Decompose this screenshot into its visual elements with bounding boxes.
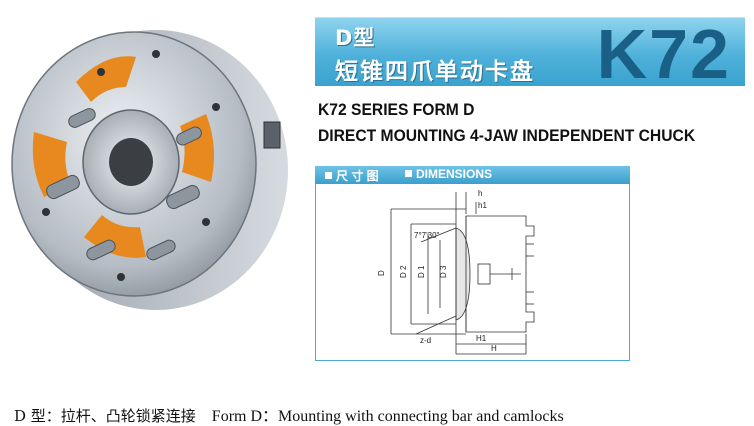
dim-D2: D 2 bbox=[399, 265, 408, 278]
bolt-hole bbox=[212, 103, 220, 111]
dimensions-label-zh: 尺 寸 图 bbox=[336, 169, 379, 183]
bolt-hole bbox=[97, 68, 105, 76]
jaw-pin-1 bbox=[46, 174, 80, 200]
bolt-hole bbox=[117, 273, 125, 281]
caption-en: Form D：Mounting with connecting bar and … bbox=[211, 408, 564, 425]
series-title: K72 SERIES FORM D bbox=[318, 100, 475, 119]
dim-H: H bbox=[491, 344, 497, 353]
product-title-en: DIRECT MOUNTING 4-JAW INDEPENDENT CHUCK bbox=[318, 126, 696, 145]
chuck-photo bbox=[11, 30, 288, 310]
dim-D: D bbox=[377, 270, 386, 276]
dim-D1: D 1 bbox=[417, 265, 426, 278]
caption-zh: D 型：拉杆、凸轮锁紧连接 bbox=[14, 407, 196, 425]
dim-h: h bbox=[478, 189, 482, 198]
form-label-zh: D型 bbox=[335, 26, 376, 50]
header-banner: D型 短锥四爪单动卡盘 K72 bbox=[315, 15, 745, 93]
jaw-pin-5 bbox=[68, 108, 96, 128]
jaw-slot-right bbox=[180, 114, 215, 182]
dim-H1: H1 bbox=[476, 334, 487, 343]
dimensions-label-en-wrap: DIMENSIONS bbox=[405, 167, 492, 181]
dim-D3: D 3 bbox=[439, 265, 448, 278]
model-number: K72 bbox=[596, 15, 731, 93]
side-key bbox=[263, 121, 281, 149]
dimensions-header: 尺 寸 图 DIMENSIONS bbox=[315, 166, 630, 184]
dimensions-drawing-box: 7°7'30" h h1 D D 2 D 1 D 3 z-d H1 H bbox=[315, 184, 630, 361]
jaw-pin-3 bbox=[86, 239, 116, 261]
product-name-zh: 短锥四爪单动卡盘 bbox=[335, 59, 535, 85]
bolt-hole bbox=[42, 208, 50, 216]
dimensions-label-zh-wrap: 尺 寸 图 bbox=[325, 167, 379, 184]
dimensions-label-en: DIMENSIONS bbox=[416, 167, 493, 181]
square-bullet-icon bbox=[325, 172, 332, 179]
angle-label: 7°7'30" bbox=[414, 231, 440, 240]
bolt-hole bbox=[202, 218, 210, 226]
jaw-pin-6 bbox=[176, 126, 202, 146]
dim-zd: z-d bbox=[420, 336, 431, 345]
dimension-drawing: 7°7'30" h h1 D D 2 D 1 D 3 z-d H1 H bbox=[377, 189, 535, 355]
chuck-bore bbox=[109, 138, 153, 186]
jaw-slot-top bbox=[76, 56, 136, 102]
jaw-pin-4 bbox=[146, 239, 176, 261]
dim-h1: h1 bbox=[478, 201, 487, 210]
square-bullet-icon bbox=[405, 170, 412, 177]
jaw-pin-2 bbox=[166, 184, 200, 210]
bolt-hole bbox=[152, 50, 160, 58]
mounting-caption: D 型：拉杆、凸轮锁紧连接 Form D：Mounting with connec… bbox=[14, 402, 568, 426]
